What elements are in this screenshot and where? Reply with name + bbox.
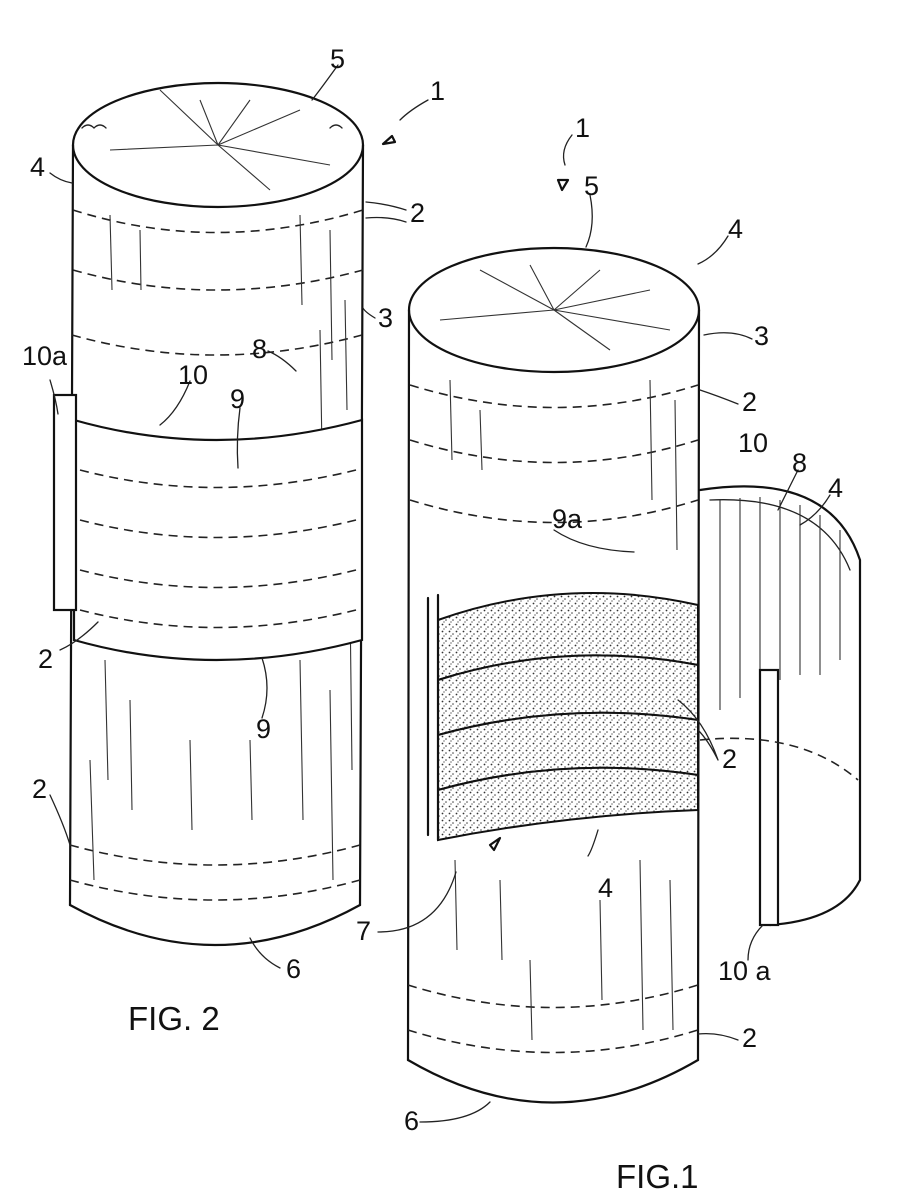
figure-2: 1 5 4 2 3 8 10a 10 9 2 9 2 6 FIG. 2 xyxy=(22,44,445,1037)
fig1-ref-8: 8 xyxy=(792,448,807,478)
fig1-ref-7: 7 xyxy=(356,916,371,946)
fig1-caption: FIG.1 xyxy=(616,1158,699,1195)
fig2-ref-1: 1 xyxy=(430,76,445,106)
fig2-band-10 xyxy=(52,393,364,662)
fig1-ref-2-lower: 2 xyxy=(742,1023,757,1053)
fig1-ref-6: 6 xyxy=(404,1106,419,1136)
fig2-ref-5: 5 xyxy=(330,44,345,74)
fig1-ref-3: 3 xyxy=(754,321,769,351)
fig1-ref-10a: 10 a xyxy=(718,956,772,986)
fig1-ref-9a: 9a xyxy=(552,504,583,534)
fig2-ref-2-mid: 2 xyxy=(38,644,53,674)
fig1-ref-2-mid: 2 xyxy=(722,744,737,774)
fig1-ref-2-top: 2 xyxy=(742,387,757,417)
fig2-caption: FIG. 2 xyxy=(128,1000,220,1037)
fig2-leader-lines xyxy=(49,64,429,969)
fig2-ref-6: 6 xyxy=(286,954,301,984)
fig1-cutaway-foam-layers xyxy=(426,592,699,842)
fig1-leader-lines xyxy=(377,134,831,1123)
fig2-ref-3: 3 xyxy=(378,303,393,333)
fig2-ref-4: 4 xyxy=(30,152,45,182)
fig1-ref-4-lower: 4 xyxy=(598,873,613,903)
fig1-ref-5: 5 xyxy=(584,171,599,201)
fig2-ref-9-upper: 9 xyxy=(230,384,245,414)
fig1-ref-1: 1 xyxy=(575,113,590,143)
fig2-ref-2: 2 xyxy=(410,198,425,228)
fig1-ref-4-band: 4 xyxy=(828,473,843,503)
fig2-cylinder-body xyxy=(68,81,365,947)
figure-1: 1 5 4 3 2 10 8 4 9a 2 4 7 10 a 2 6 FIG.1 xyxy=(356,113,862,1195)
fig2-ref-9-lower: 9 xyxy=(256,714,271,744)
fig2-ref-10: 10 xyxy=(178,360,208,390)
fig1-ref-10: 10 xyxy=(738,428,768,458)
fig1-ref-4-top: 4 xyxy=(728,214,743,244)
fig1-detached-band-10 xyxy=(698,485,862,927)
fig2-ref-8: 8 xyxy=(252,334,267,364)
fig1-cylinder-body xyxy=(406,246,701,1104)
fig2-ref-2-lower: 2 xyxy=(32,774,47,804)
fig2-ref-10a: 10a xyxy=(22,341,68,371)
